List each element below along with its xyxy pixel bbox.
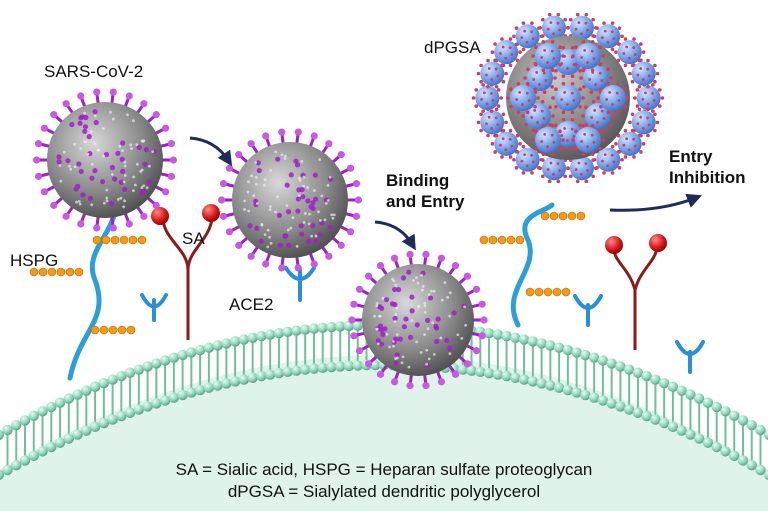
ace2-receptor [675, 340, 705, 374]
hspg-receptor [29, 197, 147, 381]
legend-line-2: dPGSA = Sialylated dendritic polyglycero… [227, 482, 541, 501]
binding-line1: Binding [386, 171, 450, 190]
sa-label: SA [182, 229, 205, 248]
dpgsa-label: dPGSA [424, 38, 481, 57]
legend-line-1: SA = Sialic acid, HSPG = Heparan sulfate… [175, 460, 593, 479]
hspg-receptor [479, 202, 586, 328]
sars-cov-2-virion [32, 88, 178, 232]
ace2-receptor [284, 266, 316, 302]
arrow-binding-2 [374, 220, 416, 251]
entry-line1: Entry [669, 147, 713, 166]
binding-entry-label: Binding and Entry [386, 170, 464, 212]
arrows [189, 136, 702, 251]
sialic-acid-receptor [151, 204, 220, 340]
sars-cov-2-label: SARS-CoV-2 [44, 62, 144, 81]
entry-inhibition-label: Entry Inhibition [669, 146, 745, 188]
sars-cov-2-virion [217, 128, 363, 272]
ace2-receptor [573, 294, 603, 327]
sialic-acid-receptor [605, 234, 667, 350]
arrow-binding-1 [189, 136, 233, 167]
hspg-label: HSPG [10, 251, 59, 270]
entry-line2: Inhibition [669, 168, 746, 187]
arrow-inhibition [609, 193, 702, 212]
sars-cov-2-virion [348, 250, 488, 390]
cell-receptors [29, 197, 705, 381]
ace2-receptor [140, 293, 168, 322]
dpgsa-nanoparticle [471, 12, 665, 184]
ace2-label: ACE2 [229, 295, 274, 314]
binding-line2: and Entry [386, 192, 465, 211]
